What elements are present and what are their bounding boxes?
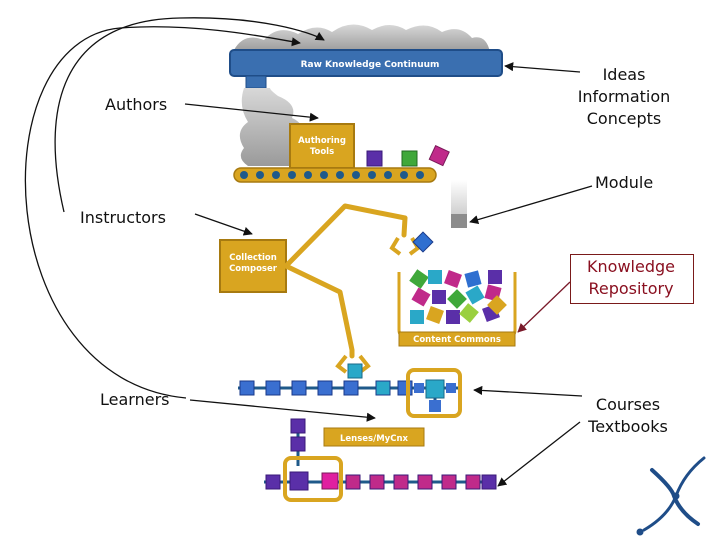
connexions-logo-icon [636, 456, 706, 536]
smoke-stream [239, 88, 303, 166]
textbook-line [264, 456, 497, 502]
repository-arrow [517, 281, 571, 333]
course-line [238, 368, 462, 418]
raw-knowledge-continuum-bar: Raw Knowledge Continuum [229, 49, 503, 89]
authors-label: Authors [105, 95, 168, 114]
robotic-arm [283, 203, 408, 359]
courses-line-2: Textbooks [588, 417, 668, 436]
top-conveyor [233, 145, 450, 183]
ideas-line-3: Concepts [586, 109, 662, 128]
continuum-label: Raw Knowledge Continuum [301, 60, 440, 70]
arm-gripper-bottom [335, 354, 371, 374]
content-commons-label: Content Commons [413, 335, 501, 345]
knowledge-repository-label: Knowledge Repository [570, 256, 692, 300]
content-commons-repository: Content Commons [397, 269, 517, 347]
ideas-line-2: Information [577, 87, 671, 106]
instructors-label: Instructors [80, 208, 166, 227]
repository-line-2: Repository [588, 279, 674, 298]
repository-line-1: Knowledge [587, 257, 675, 276]
lenses-label: Lenses/MyCnx [340, 434, 409, 444]
pointer-arrows [184, 62, 593, 487]
feedback-arcs [24, 17, 325, 399]
knowledge-repository-box [570, 254, 694, 304]
courses-line-1: Courses [595, 395, 661, 414]
courses-textbooks-label: Courses Textbooks [570, 394, 686, 438]
learners-label: Learners [100, 390, 170, 409]
ideas-label: Ideas Information Concepts [560, 64, 688, 130]
module-label: Module [595, 173, 654, 192]
falling-module [451, 180, 467, 228]
ideas-line-1: Ideas [602, 65, 646, 84]
